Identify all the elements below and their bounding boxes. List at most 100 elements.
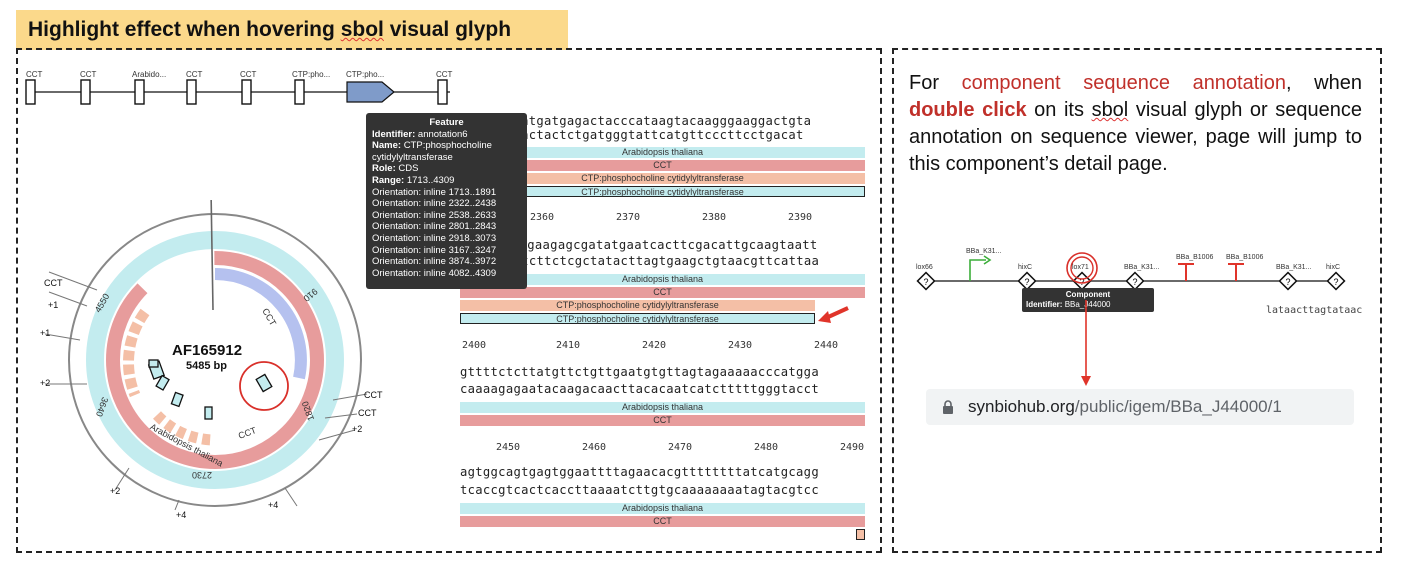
leader-7: [318, 429, 356, 441]
mini-sequence-text: lataacttagtataac: [1266, 305, 1363, 316]
glyph-label-8: CCT: [436, 70, 453, 79]
svg-text:?: ?: [1079, 277, 1084, 287]
feature-box-hovered[interactable]: [255, 373, 273, 393]
leader-10: [284, 487, 298, 507]
annotation-arabidopsis-2[interactable]: Arabidopsis thaliana: [460, 274, 865, 285]
outer-label-plus4-a: +4: [176, 510, 187, 520]
title-sbol-word: sbol: [340, 18, 384, 41]
mini-tooltip-id-row: Identifier: BBa_J44000: [1026, 300, 1111, 309]
tooltip-orientation: Orientation: inline 1713..1891: [372, 186, 497, 198]
sbol-glyph-row: [25, 79, 450, 105]
mini-label-lox66: lox66: [916, 264, 933, 271]
outer-label-plus2-left: +2: [40, 378, 51, 388]
peach-arc-bottom[interactable]: [153, 411, 216, 446]
svg-text:?: ?: [923, 277, 928, 287]
right-panel: [892, 48, 1382, 553]
mini-glyph-bba-k31-3[interactable]: ?: [1278, 271, 1298, 291]
cct-ring[interactable]: [106, 251, 324, 469]
mini-glyph-lox71[interactable]: ?: [1072, 271, 1092, 291]
glyph-label-6: CTP:pho...: [292, 70, 331, 79]
annotation-arabidopsis-3[interactable]: Arabidopsis thaliana: [460, 402, 865, 413]
outer-label-cct-right-1: CCT: [364, 390, 383, 400]
glyph-cct-1[interactable]: [25, 79, 36, 105]
mini-glyph-bba-k31-2[interactable]: ?: [1125, 271, 1145, 291]
mini-highlight-circle-inner: [1070, 256, 1094, 280]
tick-2490: 2490: [840, 442, 865, 453]
annotation-cct-4[interactable]: CCT: [460, 516, 865, 527]
svg-text:?: ?: [1132, 277, 1137, 287]
mini-glyph-hixc-1[interactable]: ?: [1017, 271, 1037, 291]
annotation-arabidopsis-1[interactable]: Arabidopsis thaliana: [460, 147, 865, 158]
mini-glyph-hixc-2[interactable]: ?: [1326, 271, 1346, 291]
tooltip-name-row: Name: CTP:phosphocholine cytidylyltransf…: [372, 140, 492, 163]
glyph-label-3: Arabido...: [132, 70, 167, 79]
annotation-cct-3[interactable]: CCT: [460, 415, 865, 426]
mini-terminator-icon-2[interactable]: [1228, 263, 1244, 281]
leader-1: [48, 271, 98, 291]
tooltip-orientation: Orientation: inline 4082..4309: [372, 267, 497, 279]
glyph-ctp-1[interactable]: [294, 79, 305, 105]
seq-top-3[interactable]: gttttctcttatgttctgttgaatgtgttagtagaaaaac…: [460, 365, 819, 379]
mini-label-bba-b1006-1: BBa_B1006: [1176, 254, 1214, 261]
mini-highlight-circle-outer: [1066, 252, 1098, 284]
tooltip-orientation: Orientation: inline 3167..3247: [372, 244, 497, 256]
annotation-ctp-outlined-2[interactable]: CTP:phosphocholine cytidylyltransferase: [460, 313, 815, 324]
seq-bottom-1[interactable]: cacaacttactactctgatgggtattcatgttcccttcct…: [460, 128, 804, 142]
mini-terminator-icon-1[interactable]: [1178, 263, 1194, 281]
mini-glyph-lox66[interactable]: ?: [916, 271, 936, 291]
title-text-end: visual glyph: [383, 18, 512, 41]
glyph-ctp-highlighted[interactable]: [346, 81, 395, 103]
seq-top-1[interactable]: gtgttggaatgatgagactacccataagtacaagggaagg…: [460, 114, 812, 128]
glyph-cct-4[interactable]: [241, 79, 252, 105]
browser-url-bar[interactable]: synbiohub.org/public/igem/BBa_J44000/1: [926, 389, 1354, 425]
feature-box-left-2[interactable]: [148, 359, 159, 368]
feature-box-bottom-1[interactable]: [155, 374, 170, 391]
seq-top-4[interactable]: agtggcagtgagtggaattttagaacacgttttttttatc…: [460, 465, 819, 479]
origin-line: [210, 200, 214, 311]
glyph-cct-3[interactable]: [186, 79, 197, 105]
tooltip-orientation: Orientation: inline 2918..3073: [372, 232, 497, 244]
highlight-double-click: double click: [909, 99, 1027, 121]
glyph-label-5: CCT: [240, 70, 257, 79]
arabidopsis-ring[interactable]: [86, 231, 344, 489]
seq-bottom-3[interactable]: caaaagagaatacaagacaacttacacaatcatctttttg…: [460, 382, 819, 396]
tooltip-role-row: Role: CDS: [372, 163, 419, 175]
mini-tooltip-header: Component: [1065, 290, 1111, 299]
mini-label-bba-k31-3: BBa_K31...: [1276, 264, 1312, 271]
annotation-peach-stub[interactable]: [856, 529, 865, 540]
seq-bottom-4[interactable]: tcaccgtcactcaccttaaaatcttgtgcaaaaaaaatag…: [460, 483, 819, 497]
glyph-label-1: CCT: [26, 70, 43, 79]
outer-label-plus4-b: +4: [268, 500, 279, 510]
tick-2480: 2480: [754, 442, 779, 453]
feature-box-bottom-3[interactable]: [204, 406, 213, 420]
plasmid-name: AF165912: [172, 342, 243, 359]
left-panel: [16, 48, 882, 553]
annotation-ctp-2[interactable]: CTP:phosphocholine cytidylyltransferase: [460, 300, 815, 311]
tick-2440: 2440: [814, 340, 839, 351]
highlight-component-annotation: component sequence annotation: [961, 72, 1286, 94]
outer-label-plus2-right: +2: [352, 424, 363, 434]
tick-2370: 2370: [616, 212, 641, 223]
mini-label-bba-k31-2: BBa_K31...: [1124, 264, 1160, 271]
leader-3: [44, 333, 81, 341]
leader-8: [114, 467, 130, 491]
seq-top-2[interactable]: gagaagagcgatatgaatcacttcgacattgcaagtaatt: [512, 238, 818, 252]
glyph-cct-2[interactable]: [80, 79, 91, 105]
cds-blue-arc[interactable]: [214, 268, 307, 380]
annotation-cct-1[interactable]: CCT: [460, 160, 865, 171]
mini-label-hixc-1: hixC: [1018, 264, 1033, 271]
tick-2420: 2420: [642, 340, 667, 351]
feature-box-bottom-2[interactable]: [170, 391, 184, 408]
annotation-arabidopsis-4[interactable]: Arabidopsis thaliana: [460, 503, 865, 514]
glyph-cct-5[interactable]: [437, 79, 448, 105]
tooltip-orientation: Orientation: inline 2322..2438: [372, 198, 497, 210]
outer-label-plus1-b: +1: [40, 328, 51, 338]
lock-icon: [943, 400, 953, 414]
glyph-arabidopsis[interactable]: [134, 79, 145, 105]
annotation-ctp-1[interactable]: CTP:phosphocholine cytidylyltransferase: [460, 173, 865, 184]
leader-5: [332, 393, 368, 401]
seq-bottom-2[interactable]: tctcttctcgctatacttagtgaagctgtaacgttcatta…: [506, 254, 820, 268]
peach-arc-left[interactable]: [123, 308, 150, 398]
mini-promoter-icon[interactable]: [969, 255, 992, 281]
annotation-cct-2[interactable]: CCT: [460, 287, 865, 298]
